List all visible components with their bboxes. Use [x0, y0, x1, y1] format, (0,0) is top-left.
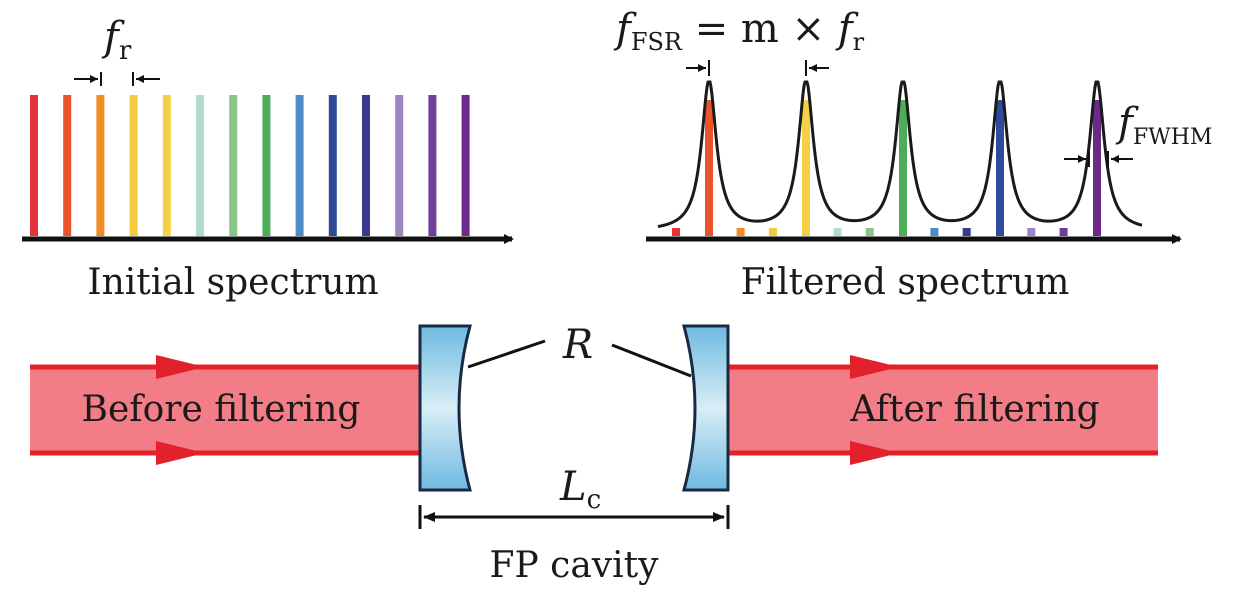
mirror-reflectivity-label: R — [562, 322, 593, 368]
initial-spectral-line — [262, 95, 271, 236]
transmission-curve — [657, 80, 1143, 229]
output-beam-body — [728, 366, 1158, 454]
initial-spectral-line — [229, 95, 238, 236]
before-filtering-label: Before filtering — [82, 389, 361, 430]
suppressed-spectral-line — [736, 228, 745, 236]
cavity-length-dimension — [418, 505, 730, 529]
initial-spectral-line — [196, 95, 204, 236]
output-beam-arrow-bottom — [850, 441, 899, 465]
transmitted-spectral-line — [899, 100, 907, 236]
filtered-spectrum-label: Filtered spectrum — [741, 262, 1070, 303]
r-leader-right — [611, 343, 692, 378]
transmitted-spectral-line — [996, 100, 1004, 236]
transmitted-spectral-line — [802, 100, 810, 236]
suppressed-spectral-line — [930, 228, 939, 236]
fwhm-label: fFWHM — [1115, 100, 1212, 150]
fsr-label: fFSR = m × fr — [613, 6, 865, 56]
suppressed-spectral-line — [833, 228, 842, 236]
fr-spacing-marker — [74, 72, 160, 86]
initial-spectral-line — [295, 95, 304, 236]
initial-spectral-line — [362, 95, 370, 236]
initial-spectral-line — [63, 95, 72, 236]
fsr-subscript: FSR — [631, 28, 683, 56]
fr-label: fr — [101, 14, 132, 66]
cavity-length-subscript: c — [587, 485, 602, 515]
fp-cavity-label: FP cavity — [490, 545, 660, 586]
initial-spectral-line — [428, 95, 437, 236]
fsr-spacing-marker — [686, 60, 829, 76]
initial-spectral-line — [395, 95, 404, 236]
transmitted-spectral-line — [705, 100, 713, 236]
suppressed-spectral-line — [672, 228, 680, 236]
output-beam-arrow-top — [850, 355, 899, 379]
fsr-rhs-subscript: r — [853, 28, 865, 56]
input-beam: Before filtering — [30, 355, 422, 465]
fsr-relation: = m × — [682, 6, 838, 52]
initial-spectral-line — [30, 95, 38, 236]
input-beam-arrow-top — [156, 355, 205, 379]
suppressed-spectral-line — [1027, 228, 1036, 236]
initial-spectrum-label: Initial spectrum — [87, 262, 378, 303]
initial-spectral-line — [129, 95, 138, 236]
suppressed-spectral-line — [768, 228, 777, 236]
input-beam-arrow-bottom — [156, 441, 205, 465]
cavity-length-symbol: L — [559, 464, 587, 510]
fwhm-marker — [1064, 151, 1133, 167]
initial-spectrum-panel: fr Initial spectrum — [22, 14, 514, 303]
cavity-length-label: Lc — [559, 464, 601, 515]
right-mirror — [682, 324, 730, 492]
suppressed-spectral-line — [962, 228, 971, 236]
suppressed-spectral-line — [1059, 228, 1068, 236]
left-mirror — [418, 324, 472, 492]
initial-spectral-line — [96, 95, 105, 236]
filtered-spectrum-panel: fFSR = m × fr fFWHM Filtered spectrum — [613, 6, 1212, 303]
transmitted-spectral-line — [1093, 100, 1101, 236]
r-leader-left — [467, 339, 546, 369]
after-filtering-label: After filtering — [849, 389, 1099, 430]
fr-subscript: r — [119, 36, 132, 66]
suppressed-spectral-line — [865, 228, 874, 236]
output-beam: After filtering — [728, 355, 1158, 465]
initial-spectral-line — [461, 95, 470, 236]
input-beam-body — [30, 366, 422, 454]
filtered-spectrum-lines — [672, 100, 1101, 236]
initial-spectral-line — [328, 95, 337, 236]
fwhm-subscript: FWHM — [1133, 125, 1213, 150]
initial-spectral-line — [162, 95, 171, 236]
initial-spectrum-lines — [30, 95, 470, 236]
